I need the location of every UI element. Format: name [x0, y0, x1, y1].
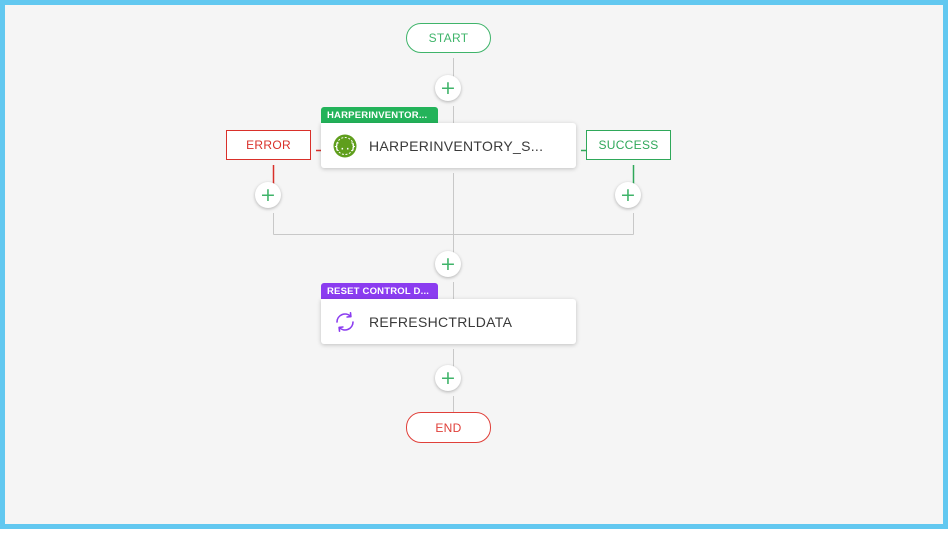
- flow-connectors: [272, 58, 635, 417]
- api-braces-icon: {..}: [333, 134, 357, 158]
- svg-text:{..}: {..}: [334, 142, 356, 152]
- step-label: REFRESHCTRLDATA: [369, 313, 513, 330]
- add-error-step-button[interactable]: +: [255, 182, 281, 208]
- plus-icon: +: [620, 183, 636, 206]
- step-tag: HARPERINVENTOR...: [321, 107, 438, 123]
- plus-icon: +: [440, 76, 456, 99]
- step-tag: RESET CONTROL D...: [321, 283, 438, 299]
- start-node: START: [406, 23, 491, 53]
- plus-icon: +: [440, 366, 456, 389]
- add-step-button[interactable]: +: [435, 251, 461, 277]
- plus-icon: +: [260, 183, 276, 206]
- step-label: HARPERINVENTORY_S...: [369, 137, 544, 154]
- step-node-harperinventory[interactable]: {..} HARPERINVENTORY_S...: [321, 123, 576, 168]
- add-step-button[interactable]: +: [435, 75, 461, 101]
- add-step-button[interactable]: +: [435, 365, 461, 391]
- error-branch[interactable]: ERROR: [226, 130, 311, 160]
- step-node-refreshctrldata[interactable]: REFRESHCTRLDATA: [321, 299, 576, 344]
- success-branch[interactable]: SUCCESS: [586, 130, 671, 160]
- end-node: END: [406, 412, 491, 443]
- plus-icon: +: [440, 252, 456, 275]
- refresh-icon: [333, 310, 357, 334]
- add-success-step-button[interactable]: +: [615, 182, 641, 208]
